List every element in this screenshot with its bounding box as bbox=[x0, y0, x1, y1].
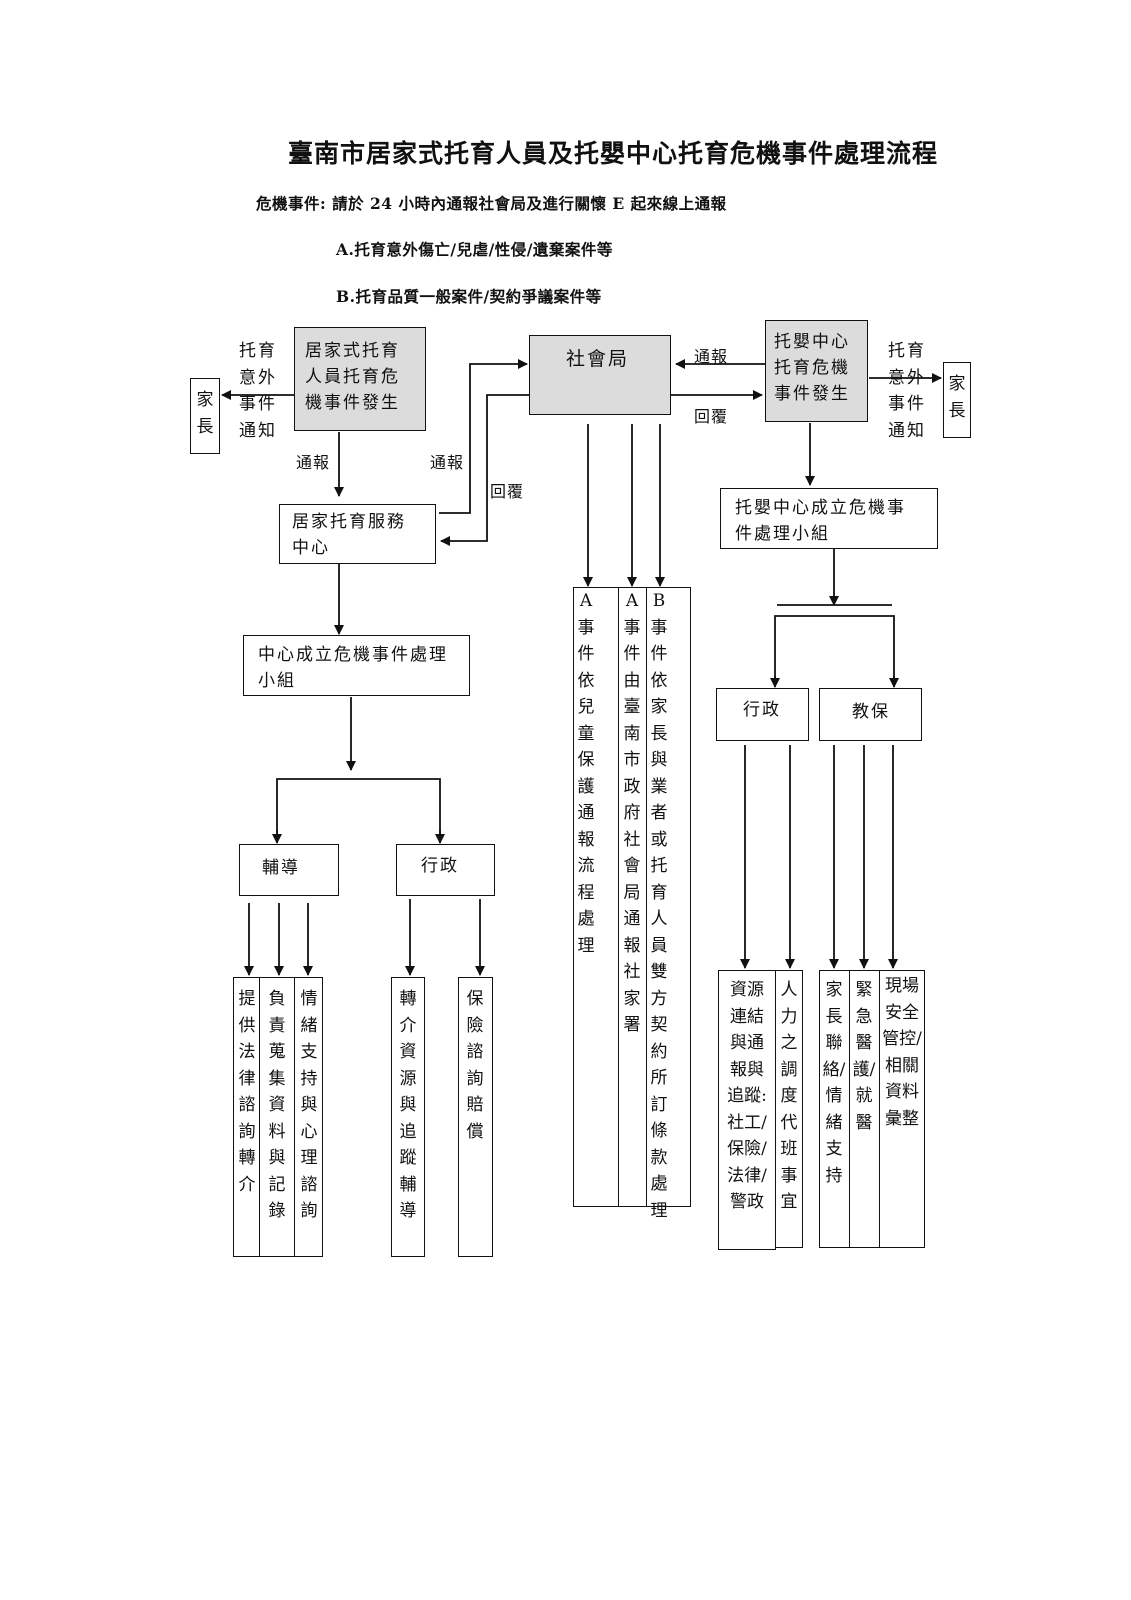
left-branch-1-box: 輔導 bbox=[239, 844, 339, 896]
left-report-label-2: 通報 bbox=[430, 453, 465, 472]
right-team-box: 托嬰中心成立危機事 件處理小組 bbox=[720, 488, 938, 549]
right-leaf-3-label: 家長聯絡/情緒支持 bbox=[822, 980, 846, 1186]
right-leaf-1-label: 資源連結與通報與追蹤:社工/保險/法律/警政 bbox=[727, 980, 767, 1212]
right-crisis-label: 托嬰中心 托育危機 事件發生 bbox=[774, 332, 850, 404]
right-leaf-2: 人力之調度代班事宜 bbox=[775, 970, 803, 1248]
right-leaf-2-label: 人力之調度代班事宜 bbox=[780, 980, 798, 1212]
intro-line-2: A.托育意外傷亡/兒虐/性侵/遺棄案件等 bbox=[336, 240, 613, 259]
left-leaf-2-label: 負責蒐集資料與記錄 bbox=[268, 989, 286, 1221]
left-leaf-4: 轉介資源與追蹤輔導 bbox=[391, 977, 425, 1257]
right-parent-label: 家長 bbox=[948, 374, 966, 421]
left-reply-label: 回覆 bbox=[490, 482, 525, 501]
left-leaf-5-label: 保險諮詢賠償 bbox=[466, 989, 484, 1142]
right-crisis-box: 托嬰中心 托育危機 事件發生 bbox=[765, 320, 868, 422]
left-notify-label: 托育意外事件通知 bbox=[239, 341, 277, 441]
center-leaf-1: A事件依兒童保護通報流程處理 bbox=[573, 587, 619, 1207]
intro-line-3: B.托育品質一般案件/契約爭議案件等 bbox=[336, 287, 602, 306]
center-leaf-2: A事件由臺南市政府社會局通報社家署 bbox=[618, 587, 647, 1207]
right-report-label: 通報 bbox=[694, 347, 729, 366]
arrow-service-to-bureau bbox=[439, 359, 528, 514]
left-branch-2-label: 行政 bbox=[421, 856, 459, 876]
left-branch-2-box: 行政 bbox=[396, 844, 495, 896]
left-parent-box: 家長 bbox=[190, 378, 220, 454]
center-leaf-3: B事件依家長與業者或托育人員雙方契約所訂條款處理 bbox=[646, 587, 691, 1221]
left-team-box: 中心成立危機事件處理 小組 bbox=[243, 635, 470, 696]
left-leaf-3-label: 情緒支持與心理諮詢 bbox=[300, 989, 318, 1221]
social-bureau-box: 社會局 bbox=[529, 335, 671, 415]
social-bureau-label: 社會局 bbox=[566, 348, 630, 370]
right-branch-2-box: 教保 bbox=[819, 688, 922, 741]
intro-line-1: 危機事件: 請於 24 小時內通報社會局及進行關懷 E 起來線上通報 bbox=[256, 194, 727, 213]
page-title: 臺南市居家式托育人員及托嬰中心托育危機事件處理流程 bbox=[288, 139, 939, 168]
right-leaf-4-label: 緊急醫護/就醫 bbox=[852, 980, 876, 1133]
left-leaf-1-label: 提供法律諮詢轉介 bbox=[238, 989, 256, 1195]
right-reply-label: 回覆 bbox=[694, 407, 729, 426]
right-notify-label: 托育意外事件通知 bbox=[888, 341, 926, 441]
right-leaf-5: 現場安全管控/相關資料彙整 bbox=[879, 970, 925, 1248]
center-leaf-1-label: A事件依兒童保護通報流程處理 bbox=[577, 591, 595, 956]
right-branch-2-label: 教保 bbox=[852, 702, 890, 722]
left-parent-label: 家長 bbox=[196, 390, 214, 437]
left-leaf-5: 保險諮詢賠償 bbox=[458, 977, 493, 1257]
left-branch-1-label: 輔導 bbox=[262, 858, 300, 878]
arrow-bureau-to-service bbox=[440, 394, 530, 546]
right-leaf-1: 資源連結與通報與追蹤:社工/保險/法律/警政 bbox=[718, 970, 776, 1250]
right-leaf-5-label: 現場安全管控/相關資料彙整 bbox=[882, 976, 922, 1129]
left-service-center-label: 居家托育服務 中心 bbox=[292, 512, 406, 558]
right-team-label: 托嬰中心成立危機事 件處理小組 bbox=[735, 498, 906, 544]
left-crisis-box: 居家式托育 人員托育危 機事件發生 bbox=[294, 327, 426, 431]
left-team-label: 中心成立危機事件處理 小組 bbox=[258, 645, 448, 691]
right-parent-box: 家長 bbox=[943, 362, 971, 438]
left-crisis-label: 居家式托育 人員托育危 機事件發生 bbox=[305, 341, 400, 413]
left-leaf-2: 負責蒐集資料與記錄 bbox=[259, 977, 295, 1257]
left-service-center-box: 居家托育服務 中心 bbox=[279, 504, 436, 564]
center-leaf-3-label: B事件依家長與業者或托育人員雙方契約所訂條款處理 bbox=[650, 591, 668, 1221]
center-leaf-2-label: A事件由臺南市政府社會局通報社家署 bbox=[623, 591, 641, 1035]
right-leaf-3: 家長聯絡/情緒支持 bbox=[819, 970, 850, 1248]
right-leaf-4: 緊急醫護/就醫 bbox=[849, 970, 880, 1248]
left-leaf-3: 情緒支持與心理諮詢 bbox=[294, 977, 323, 1257]
left-report-label-1: 通報 bbox=[296, 453, 331, 472]
left-leaf-4-label: 轉介資源與追蹤輔導 bbox=[399, 989, 417, 1221]
left-leaf-1: 提供法律諮詢轉介 bbox=[233, 977, 260, 1257]
right-branch-1-box: 行政 bbox=[716, 688, 809, 741]
right-branch-1-label: 行政 bbox=[743, 700, 781, 720]
